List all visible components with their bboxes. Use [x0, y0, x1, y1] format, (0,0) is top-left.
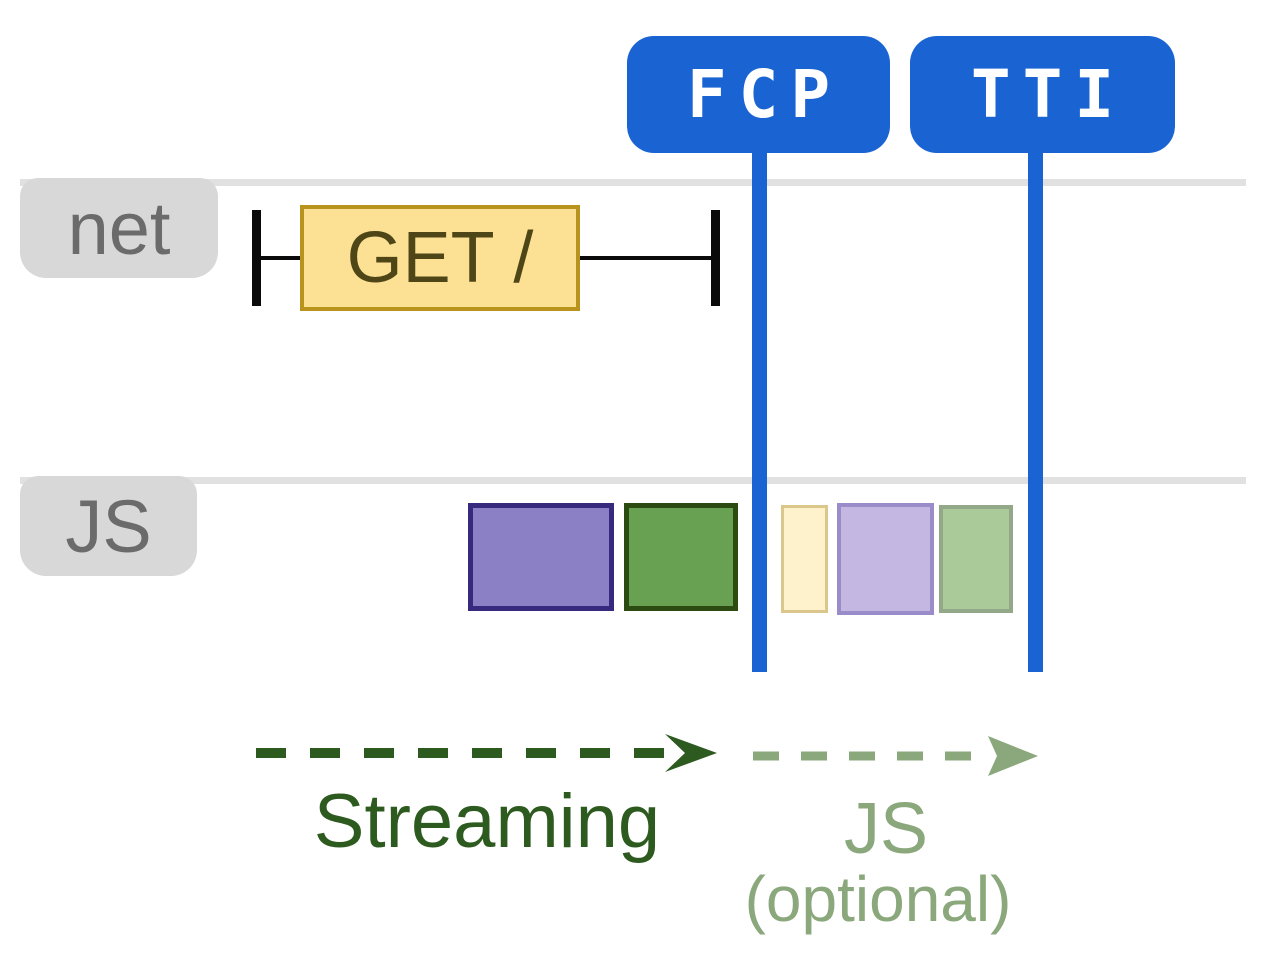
- request-start-tick: [252, 210, 261, 306]
- js-optional-arrow: [753, 736, 1038, 776]
- fcp-marker-badge: FCP: [627, 36, 890, 153]
- js-optional-label: JS: [843, 789, 929, 869]
- tti-marker-line: [1028, 150, 1043, 672]
- js-task-block-green: [624, 503, 738, 611]
- js-optional-sublabel: (optional): [744, 863, 1012, 935]
- js-task-block-purple-faded: [837, 503, 934, 615]
- js-task-block-green-faded: [939, 505, 1013, 613]
- get-request-box: GET /: [300, 205, 580, 311]
- get-request-label: GET /: [346, 218, 534, 298]
- net-lane-label: net: [20, 178, 218, 278]
- flow-arrows: [256, 734, 1038, 776]
- request-end-tick: [711, 210, 720, 306]
- js-task-block-yellow-faded: [781, 505, 828, 613]
- fcp-marker-line: [752, 150, 767, 672]
- net-lane-line: [20, 179, 1246, 186]
- js-task-block-purple: [468, 503, 614, 611]
- net-lane-label-text: net: [67, 186, 171, 270]
- tti-marker-badge: TTI: [910, 36, 1175, 153]
- js-lane-line: [20, 477, 1246, 484]
- js-lane-label-text: JS: [65, 484, 152, 568]
- streaming-label: Streaming: [313, 779, 661, 864]
- tti-marker-label: TTI: [970, 56, 1127, 133]
- fcp-marker-label: FCP: [686, 56, 843, 133]
- js-lane-label: JS: [20, 476, 197, 576]
- streaming-arrow: [256, 734, 717, 772]
